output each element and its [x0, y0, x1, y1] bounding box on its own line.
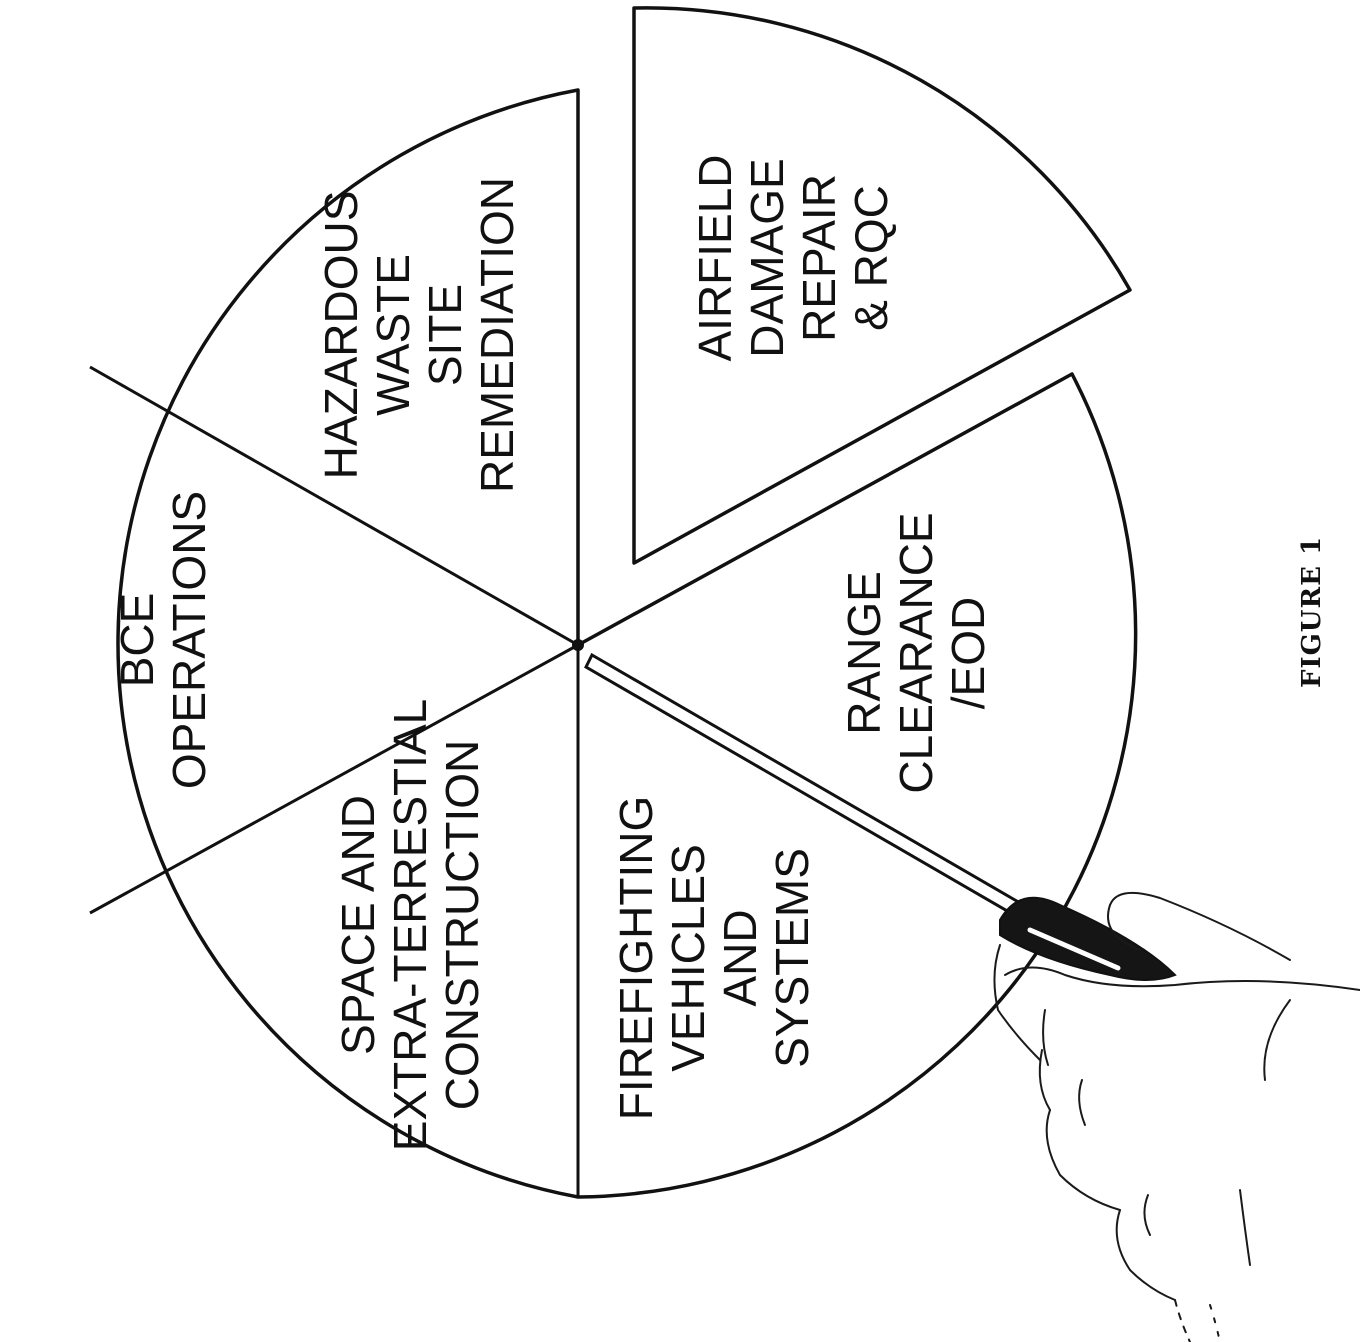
- firefighting-label: FIREFIGHTING VEHICLES AND SYSTEMS: [610, 796, 818, 1121]
- bce-line-2: OPERATIONS: [163, 491, 215, 789]
- airfield-sector-outline: [632, 6, 1132, 565]
- bce-operations-label: BCE OPERATIONS: [111, 491, 215, 789]
- firefighting-line-2: VEHICLES: [662, 844, 714, 1072]
- space-line-2: EXTRA-TERRESTIAL: [384, 699, 436, 1151]
- figure-caption: FIGURE 1: [1297, 536, 1327, 688]
- range-line-3: /EOD: [942, 597, 994, 709]
- range-line-2: CLEARANCE: [890, 512, 942, 793]
- hazardous-waste-label: HAZARDOUS WASTE SITE REMEDIATION: [315, 177, 523, 493]
- divider-line-lower-left: [89, 643, 579, 915]
- center-pivot: [572, 639, 584, 651]
- divider-line-upper-left: [89, 365, 579, 647]
- space-line-3: CONSTRUCTION: [436, 740, 488, 1111]
- range-line-1: RANGE: [838, 571, 890, 735]
- pie-body-outline: [116, 88, 1138, 1199]
- airfield-line-3: REPAIR: [793, 174, 845, 342]
- hand-illustration: [993, 891, 1360, 1342]
- airfield-line-2: DAMAGE: [741, 158, 793, 357]
- firefighting-line-3: AND: [714, 909, 766, 1006]
- hazardous-line-3: SITE: [419, 284, 471, 386]
- space-construction-label: SPACE AND EXTRA-TERRESTIAL CONSTRUCTION: [332, 699, 488, 1151]
- firefighting-line-4: SYSTEMS: [766, 848, 818, 1068]
- range-clearance-label: RANGE CLEARANCE /EOD: [838, 512, 994, 793]
- hazardous-line-4: REMEDIATION: [471, 177, 523, 493]
- airfield-line-1: AIRFIELD: [689, 154, 741, 361]
- airfield-damage-label: AIRFIELD DAMAGE REPAIR & RQC: [689, 154, 897, 361]
- bce-line-1: BCE: [111, 593, 163, 688]
- firefighting-line-1: FIREFIGHTING: [610, 796, 662, 1121]
- hazardous-line-1: HAZARDOUS: [315, 191, 367, 480]
- hazardous-line-2: WASTE: [367, 254, 419, 416]
- airfield-line-4: & RQC: [845, 185, 897, 331]
- space-line-1: SPACE AND: [332, 795, 384, 1055]
